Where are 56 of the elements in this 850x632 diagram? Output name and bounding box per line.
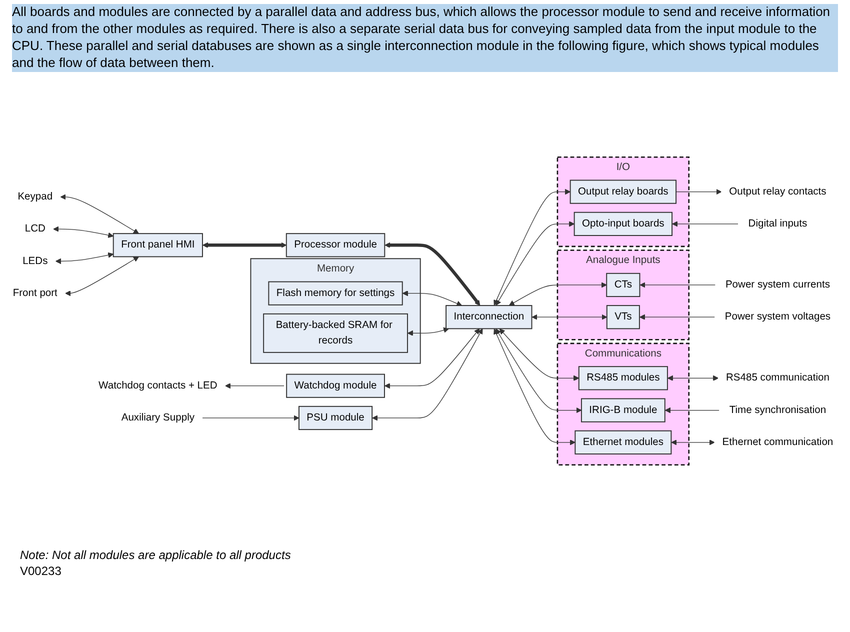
node-box: Processor module	[286, 232, 386, 257]
arrow	[60, 194, 139, 234]
node-box: VTs	[606, 304, 640, 329]
arrow	[494, 328, 576, 445]
node-box: Battery-backed SRAM for records	[263, 312, 408, 352]
arrow	[225, 382, 284, 388]
node-box: Output relay boards	[570, 179, 677, 204]
arrow	[55, 252, 114, 264]
node-text: Front port	[12, 287, 58, 298]
node-box: Flash memory for settings	[268, 280, 403, 305]
node-box: Watchdog module	[286, 373, 385, 398]
node-text: Output relay contacts	[729, 186, 826, 197]
node-text: RS485 communication	[726, 372, 830, 383]
arrow	[672, 220, 738, 226]
node-text: Watchdog contacts + LED	[98, 380, 218, 391]
arrow	[494, 188, 571, 306]
arrow	[664, 407, 720, 413]
arrow	[499, 328, 580, 381]
arrow	[496, 220, 575, 306]
arrow	[384, 242, 480, 306]
node-text: Power system voltages	[724, 310, 831, 322]
node-box: IRIG-B module	[580, 398, 666, 422]
arrow	[639, 314, 715, 320]
arrow	[372, 328, 483, 420]
node-box: Ethernet modules	[574, 430, 672, 454]
node-text: LCD	[24, 222, 46, 234]
node-box: PSU module	[298, 406, 373, 430]
node-text: Ethernet communication	[722, 436, 834, 448]
arrow	[676, 188, 722, 194]
node-box: CTs	[606, 272, 640, 297]
node-box: RS485 modules	[578, 366, 668, 390]
arrow	[384, 328, 480, 388]
node-box: Opto-input boards	[574, 211, 673, 236]
arrow	[532, 314, 608, 320]
arrow	[202, 414, 300, 420]
node-text: Auxiliary Supply	[121, 412, 194, 423]
node-box: Interconnection	[446, 304, 532, 329]
node-text: Time synchronisation	[729, 404, 826, 415]
figure-code: V00233	[20, 564, 62, 578]
arrow	[65, 256, 139, 296]
arrow	[496, 328, 582, 413]
node-text: Digital inputs	[748, 218, 808, 229]
arrow	[640, 282, 716, 288]
arrow	[408, 326, 450, 336]
arrow	[202, 242, 287, 248]
arrow	[508, 282, 607, 306]
arrow	[402, 290, 462, 306]
node-text: Keypad	[18, 190, 53, 202]
node-text: Power system currents	[725, 278, 830, 290]
arrow	[53, 226, 114, 238]
arrow	[667, 374, 719, 381]
note-text: Note: Not all modules are applicable to all products	[20, 548, 292, 562]
node-text: LEDs	[22, 254, 48, 266]
intro-paragraph: All boards and modules are connected by a parallel data and address bus, which allows the processor module to send and receive information to and from the other modules as required. There is also a separate serial data bus for conveying sampled data from the input module to the CPU. These parallel and serial databuses are shown as a single interconnection module in the following figure, which shows typical modules and the flow of data between them.	[12, 4, 838, 72]
arrow	[671, 439, 715, 445]
node-box: Front panel HMI	[112, 232, 203, 257]
